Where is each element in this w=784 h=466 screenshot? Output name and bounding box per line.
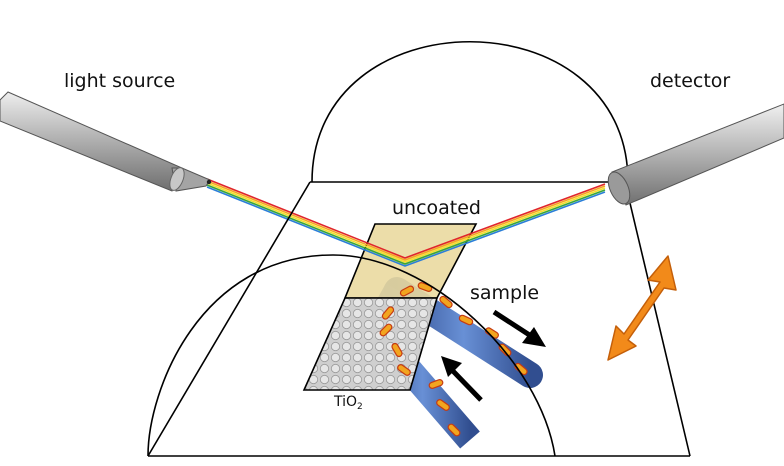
tio2-label-main: TiO bbox=[334, 394, 358, 410]
tio2-label-subscript: 2 bbox=[357, 402, 363, 412]
light-source-probe bbox=[0, 91, 212, 192]
dome-outline bbox=[311, 41, 629, 183]
flow-in-arrow bbox=[441, 356, 483, 402]
detector-probe bbox=[607, 103, 784, 206]
light-beam bbox=[206, 178, 606, 267]
flow-out-arrow bbox=[492, 309, 546, 347]
uncoated-label: uncoated bbox=[392, 197, 481, 219]
tio2-label: TiO2 bbox=[334, 394, 363, 412]
detector-label: detector bbox=[650, 70, 731, 92]
flow-cell-frame bbox=[147, 181, 691, 457]
sample-label: sample bbox=[470, 282, 540, 304]
light-source-label: light source bbox=[64, 70, 176, 92]
double-arrow-icon bbox=[607, 255, 677, 361]
